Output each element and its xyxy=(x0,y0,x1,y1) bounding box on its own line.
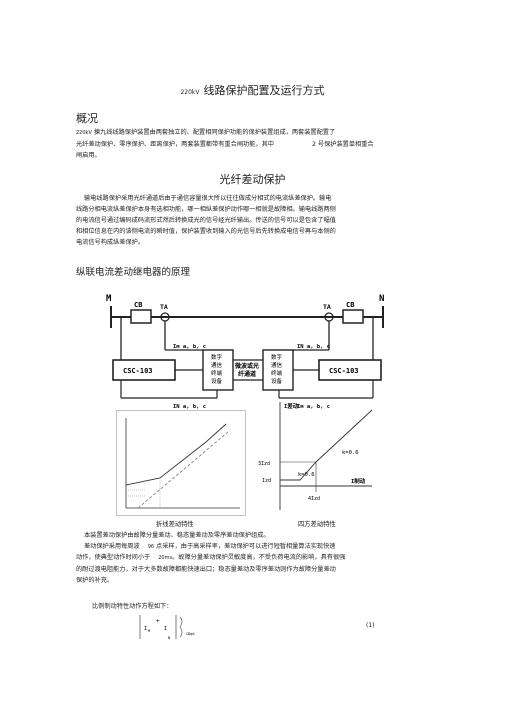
relay-left-label: CSC-103 xyxy=(123,367,153,375)
svg-text:N: N xyxy=(168,636,170,640)
para3-line4: 的耐过渡电阻能力，对于大多数故障都能快速出口；稳态量差动及零序差动则作为故障分量… xyxy=(76,566,336,573)
svg-text:M: M xyxy=(148,629,150,633)
caption-left: 折线差动特性 xyxy=(156,521,194,528)
paragraph-fiber-diff-cont: 线路分相电流纵差保护本身有选相功能，哪一相纵差保护动作哪一相就是故障相。输电线路… xyxy=(76,204,446,248)
terminal-right-text: 数字 通信 终端 设备 xyxy=(271,353,285,385)
protection-scheme-diagram: M N CB CB TA TA CSC-103 CSC-103 数字 通信 终端… xyxy=(106,294,384,410)
equation-image: I M + I N CDqd xyxy=(139,615,194,640)
para1-line2b: 2 号保护装置单相重合 xyxy=(312,141,374,148)
svg-text:I: I xyxy=(144,626,147,632)
current-in-left: Iм a, b, c xyxy=(173,344,206,350)
paragraph-principle: 本装置差动保护由故障分量差动、稳态量差动及零序差动保护组成。 差动保护采用每周波… xyxy=(84,530,446,553)
current-out-right: Iм a, b, c xyxy=(297,404,330,410)
ta-left-label: TA xyxy=(160,303,168,311)
x-axis-label: I制动 xyxy=(351,477,366,485)
para2-line4: 和相位信息在内的该侧电流的瞬时值，保护装置收到输入的光信号后先转换成电信号再与本… xyxy=(76,228,336,235)
paragraph-principle-cont: 动作，使典型动作时间小于 20ms。故障分量差动保护灵敏度高，不受负荷电流的影响，… xyxy=(76,552,446,586)
polyline-characteristic-figure xyxy=(116,410,246,516)
figure-frame xyxy=(116,410,246,516)
characteristic-line xyxy=(280,409,373,481)
para3-line2b: 点采样，由于高采样率，差动保护可以进行短暂相量算法实现快速 xyxy=(156,543,336,550)
para3-line3b: 。故障分量差动保护灵敏度高，不受负荷电流的影响，具有很强 xyxy=(172,554,346,561)
para3-line6: 比例制动特性动作方程如下： xyxy=(92,603,173,610)
cb-right-label: CB xyxy=(346,301,354,309)
y-axis-label: I差动 xyxy=(284,402,299,410)
tick-3izd: 3Izd xyxy=(258,461,270,467)
para3-line2a: 差动保护采用每周波 xyxy=(84,543,140,550)
ta-right-label: TA xyxy=(323,303,331,311)
cb-right xyxy=(342,309,364,324)
para2-line5: 电流信号构成纵差保护。 xyxy=(76,239,145,246)
para3-line2-num: 96 xyxy=(147,544,155,550)
svg-text:I: I xyxy=(164,626,167,632)
slope-label-lower: k=0.6 xyxy=(298,472,315,478)
label-m: M xyxy=(106,294,112,304)
current-out-left: IN a, b, c xyxy=(173,404,206,410)
para1-prefix: 220kV xyxy=(76,130,92,136)
terminal-left xyxy=(202,349,234,391)
cb-left-label: CB xyxy=(134,301,142,309)
svg-text:+: + xyxy=(156,618,160,625)
current-in-right: IN a, b, c xyxy=(297,344,330,350)
para3-line1: 本装置差动保护由故障分量差动、稳态量差动及零序差动保护组成。 xyxy=(84,532,270,539)
equation-number: (1) xyxy=(366,622,375,629)
channel-text: 微波或光 纤通道 xyxy=(234,362,263,378)
para2-line1: 输电线路保护采用光纤通道后由于通信容量很大所以往往做成分相式的电流纵差保护。输电 xyxy=(84,195,332,202)
svg-text:CDqd: CDqd xyxy=(186,632,194,636)
para3-line5: 保护的补充。 xyxy=(76,577,114,584)
para1-line3: 闸启用。 xyxy=(76,152,101,159)
section-heading-fiber-diff: 光纤差动保护 xyxy=(219,173,286,186)
section-heading-overview: 概况 xyxy=(76,112,98,125)
section-heading-principle: 纵联电流差动继电器的原理 xyxy=(76,267,191,278)
cb-left xyxy=(130,309,152,324)
para3-line3-num: 20ms xyxy=(158,555,173,561)
para2-line3: 的电流信号通过编码成码流形式然后转换成光的信号经光纤输出。传送的信号可以是包含了… xyxy=(76,217,336,224)
square-characteristic-figure: I差动 I制动 3Izd Izd 4Izd k=0.6 k=0.6 xyxy=(258,402,373,510)
tick-4izd: 4Izd xyxy=(308,496,320,502)
title-prefix: 220kV xyxy=(180,89,200,96)
relay-right-label: CSC-103 xyxy=(329,367,359,375)
para2-line2: 线路分相电流纵差保护本身有选相功能，哪一相纵差保护动作哪一相就是故障相。输电线路… xyxy=(76,206,336,213)
characteristic-line xyxy=(125,423,227,486)
para3-line3a: 动作，使典型动作时间小于 xyxy=(76,554,151,561)
para1-line1: 揀九线线路保护装置由两套独立的、配置相同保护功能的保护装置组成，两套装置配置了 xyxy=(93,129,336,136)
paragraph-overview: 220kV 揀九线线路保护装置由两套独立的、配置相同保护功能的保护装置组成，两套… xyxy=(76,127,446,161)
caption-right: 四方差动特性 xyxy=(298,521,336,528)
tick-izd: Izd xyxy=(262,478,271,484)
slope-label-upper: k=0.6 xyxy=(342,450,359,456)
paragraph-fiber-diff: 输电线路保护采用光纤通道后由于通信容量很大所以往往做成分相式的电流纵差保护。输电 xyxy=(84,193,446,204)
terminal-left-text: 数字 通信 终端 设备 xyxy=(211,353,225,385)
label-n: N xyxy=(379,294,384,304)
title-text: 线路保护配置及运行方式 xyxy=(203,84,325,97)
para1-line2a: 光纤差动保护、零序保护、距离保护，两套装置都带有重合闸功能，其中 xyxy=(76,141,274,148)
